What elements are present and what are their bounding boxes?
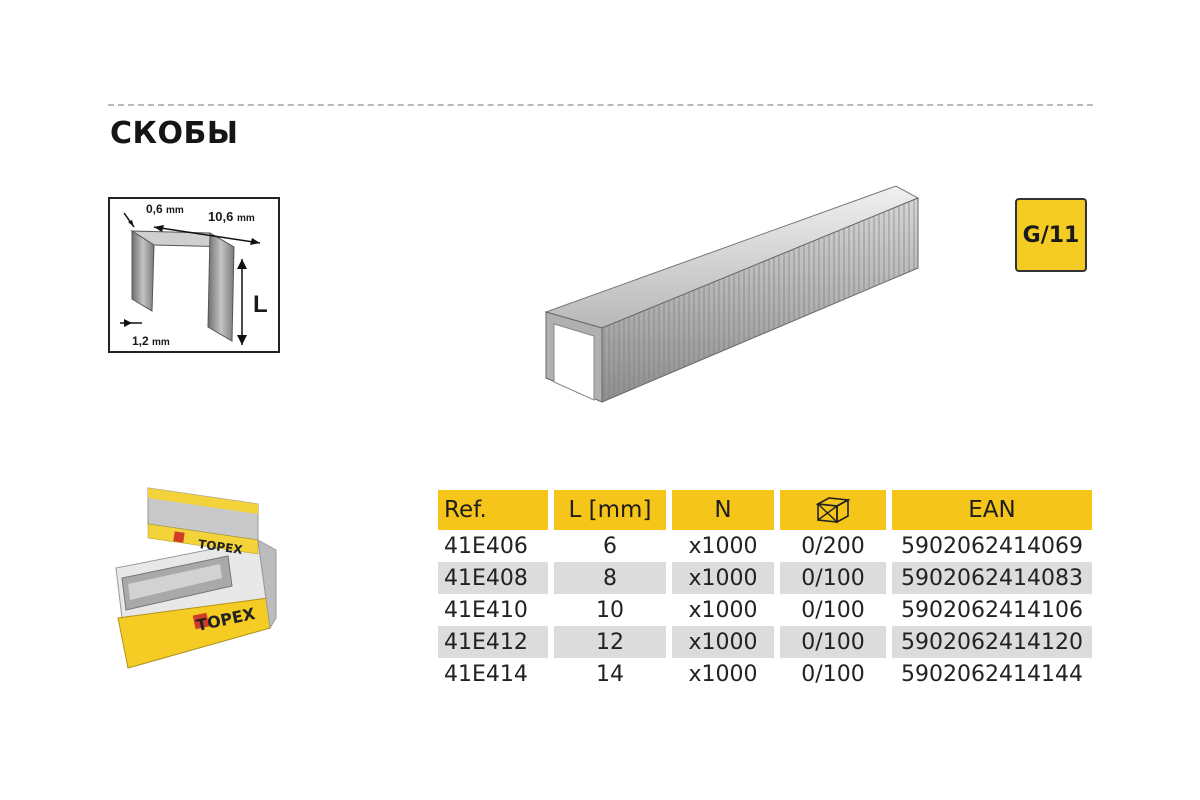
cell-ref: 41E412 xyxy=(438,626,548,658)
cell-count: x1000 xyxy=(672,626,774,658)
cell-count: x1000 xyxy=(688,661,758,687)
table-row: 41E408 8 x1000 0/100 5902062414083 xyxy=(438,562,1092,594)
cell-ean: 5902062414144 xyxy=(901,661,1083,687)
dimension-diagram: 0,6 mm 10,6 mm 1,2 mm L xyxy=(108,197,280,353)
cell-length: 12 xyxy=(554,626,666,658)
staple-type-badge: G/11 xyxy=(1015,198,1087,272)
cell-length: 8 xyxy=(554,562,666,594)
width-label: 10,6 mm xyxy=(208,209,255,224)
length-label: L xyxy=(253,291,268,318)
page-title: СКОБЫ xyxy=(110,116,239,151)
cell-ean: 5902062414120 xyxy=(892,626,1092,658)
cell-length: 10 xyxy=(596,597,624,623)
thickness-label: 0,6 mm xyxy=(146,202,184,216)
table-row: 41E412 12 x1000 0/100 5902062414120 xyxy=(438,626,1092,658)
table-row: 41E406 6 x1000 0/200 5902062414069 xyxy=(438,530,1092,562)
gap-label: 1,2 mm xyxy=(132,334,170,348)
cell-ref: 41E408 xyxy=(438,562,548,594)
cell-ref: 41E414 xyxy=(444,661,528,687)
cell-pack: 0/100 xyxy=(801,661,865,687)
cell-pack: 0/100 xyxy=(780,626,886,658)
header-length: L [mm] xyxy=(554,490,666,530)
cell-count: x1000 xyxy=(688,597,758,623)
cell-pack: 0/100 xyxy=(801,597,865,623)
cell-pack: 0/100 xyxy=(780,562,886,594)
cell-ean: 5902062414083 xyxy=(892,562,1092,594)
header-count: N xyxy=(672,490,774,530)
table-row: 41E410 10 x1000 0/100 5902062414106 xyxy=(438,594,1092,626)
cell-ref: 41E410 xyxy=(444,597,528,623)
staple-outline xyxy=(120,212,261,345)
box-icon xyxy=(815,497,851,524)
cell-length: 14 xyxy=(596,661,624,687)
dashed-divider xyxy=(108,104,1093,106)
header-ean: EAN xyxy=(892,490,1092,530)
cell-ean: 5902062414069 xyxy=(901,533,1083,559)
cell-count: x1000 xyxy=(672,562,774,594)
table-row: 41E414 14 x1000 0/100 5902062414144 xyxy=(438,658,1092,690)
specs-table: Ref. L [mm] N EAN 41E406 6 x1000 0/200 5… xyxy=(432,490,1098,690)
package-image xyxy=(115,487,277,669)
cell-ref: 41E406 xyxy=(444,533,528,559)
cell-pack: 0/200 xyxy=(801,533,865,559)
header-pack xyxy=(780,490,886,530)
cell-count: x1000 xyxy=(688,533,758,559)
header-ref: Ref. xyxy=(438,490,548,530)
staple-strip-image xyxy=(544,185,920,403)
cell-length: 6 xyxy=(603,533,617,559)
table-header-row: Ref. L [mm] N EAN xyxy=(438,490,1092,530)
cell-ean: 5902062414106 xyxy=(901,597,1083,623)
